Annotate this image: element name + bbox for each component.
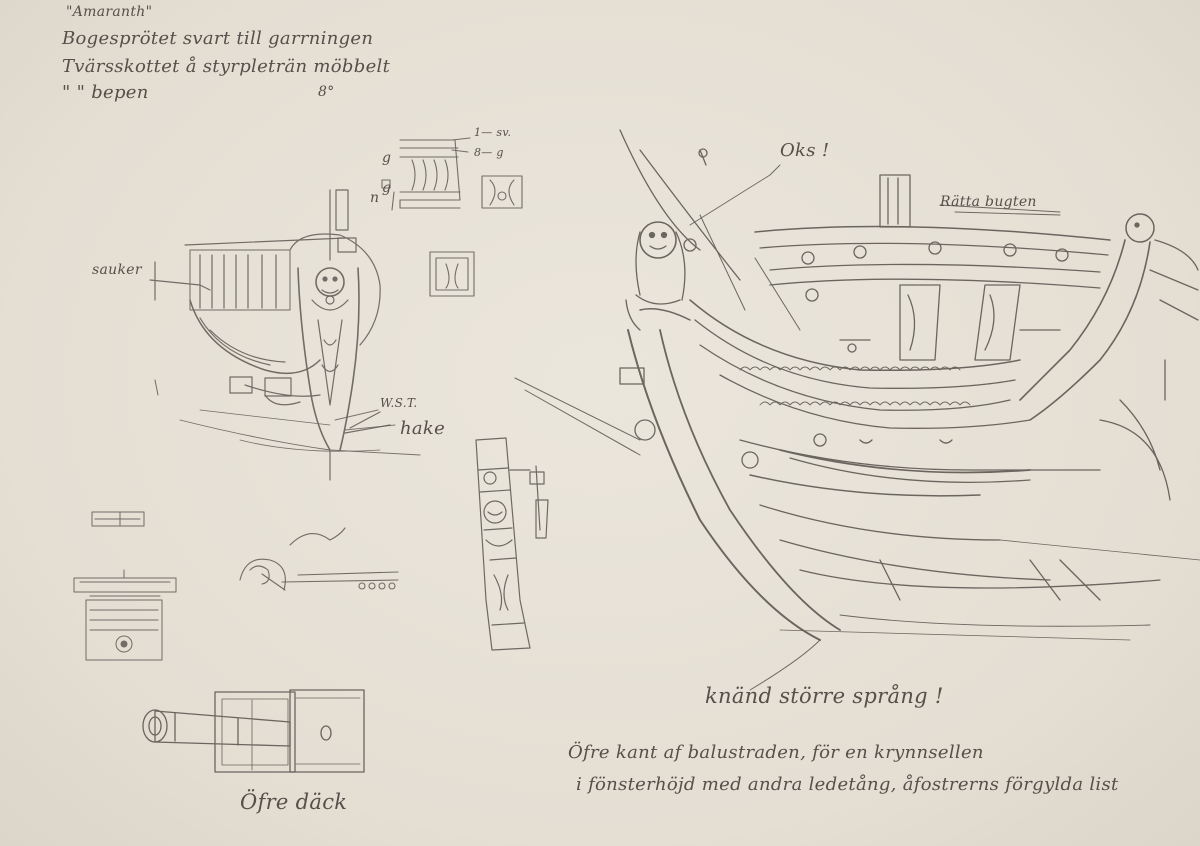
label-dim-n: n [370, 190, 380, 206]
large-ship-bow-sketch [514, 129, 1200, 691]
label-dim-top1: 1— sv. [474, 126, 512, 139]
label-ofre-dack: Öfre däck [240, 790, 348, 814]
caption-line1: Öfre kant af balustraden, för en krynnse… [568, 742, 984, 763]
balustrade-detail-sketch [381, 137, 471, 211]
label-hake: hake [400, 418, 446, 439]
label-wst: W.S.T. [380, 396, 418, 410]
cannon-sketch [142, 689, 365, 773]
label-dim-g2: g [382, 180, 392, 196]
label-dim-top2: 8— g [474, 146, 504, 159]
scroll-ornament-sketch [239, 527, 399, 591]
carved-post-sketch [475, 437, 549, 651]
note-amaranth: "Amaranth" [66, 4, 153, 20]
label-oks: Oks ! [780, 140, 830, 161]
beam-section-sketch [91, 511, 145, 527]
gunport-section-sketch [73, 569, 177, 661]
note-bepen: " " bepen [62, 82, 149, 103]
label-ratta-bugten: Rätta bugten [940, 194, 1037, 210]
note-bepen-mark: 8° [318, 84, 335, 100]
caption-line2: i fönsterhöjd med andra ledetång, åfostr… [576, 774, 1119, 795]
label-dim-g1: g [382, 150, 392, 166]
bracket-detail-sketch [481, 175, 523, 209]
note-bogesprot: Bogesprötet svart till garrningen [62, 28, 374, 49]
panel-detail-sketch [429, 251, 475, 297]
label-knand: knänd större språng ! [705, 684, 944, 708]
bow-view-sketch [149, 189, 421, 481]
label-sauker: sauker [92, 262, 142, 278]
note-tvarsskott: Tvärsskottet å styrpleträn möbbelt [62, 56, 391, 77]
